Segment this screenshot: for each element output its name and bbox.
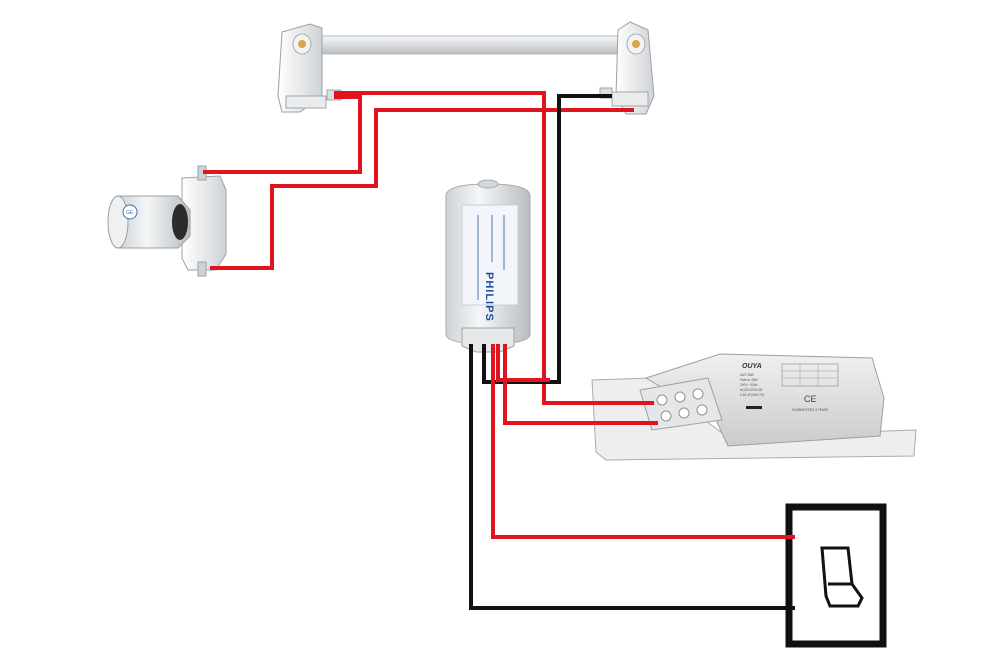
capacitor-brand: PHILIPS — [483, 272, 495, 322]
ballast-spec-4: 0.18 uF(150V+0) — [740, 393, 764, 397]
capacitor-label — [461, 204, 519, 306]
wire-capacitor-to-ballast-lower — [503, 344, 658, 425]
wire-tube-left-to-starter-top — [203, 95, 362, 174]
rocker-switch-icon — [785, 503, 887, 648]
capacitor-icon: PHILIPS — [445, 179, 531, 353]
switch-rocker — [820, 546, 864, 608]
starter-brand: GE — [126, 210, 134, 216]
wire-tube-right-to-capacitor — [482, 94, 612, 384]
ballast-icon: OUYA LW2 36W Safe to 40W 240V~ 50Hz tw13… — [591, 353, 917, 461]
ballast-spec-2: 240V~ 50Hz — [740, 383, 758, 387]
fluorescent-tube-icon — [277, 21, 655, 115]
wire-tube-right-to-starter-bottom — [210, 108, 634, 270]
ballast-black-marking — [746, 406, 762, 409]
ballast-spec-1: Safe to 40W — [740, 378, 758, 382]
ballast-brand: OUYA — [742, 363, 762, 370]
ballast-terminal-screws — [656, 388, 708, 422]
wire-capacitor-to-switch-neutral — [469, 344, 795, 610]
switch-plate — [785, 503, 887, 648]
ballast-table-lines — [782, 364, 838, 386]
capacitor-label-lines — [477, 215, 505, 300]
ballast-spec-3: tw130 220V/-45 — [740, 388, 763, 392]
wires — [203, 91, 795, 610]
starter-icon: GE — [107, 165, 227, 277]
wire-tube-left-to-ballast — [334, 91, 654, 405]
ballast-body — [644, 353, 885, 447]
wire-capacitor-to-ballast — [496, 344, 550, 382]
ballast-ce-mark: CE — [804, 394, 817, 404]
wire-capacitor-to-switch — [491, 344, 795, 539]
ballast-guarantee: GUARANTEED 3 YEARS — [792, 408, 828, 412]
tube-glass — [299, 35, 639, 55]
starter-can: GE — [107, 195, 191, 249]
ballast-spec-0: LW2 36W — [740, 373, 754, 377]
ballast-wiring-table — [781, 363, 839, 387]
starter-base — [181, 165, 227, 277]
right-lampholder — [599, 21, 655, 115]
